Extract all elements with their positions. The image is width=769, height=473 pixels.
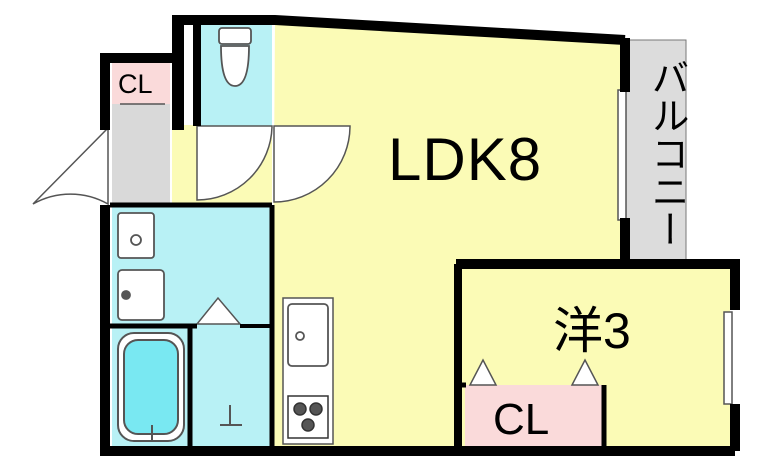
door-swings [32,125,351,325]
ldk-door [273,125,351,203]
toilet-door [196,125,273,201]
western-closet-area [465,385,602,447]
washroom-door [195,296,242,325]
entrance-closet-label: CL [118,69,153,99]
western-room-label: 洋3 [553,303,631,359]
washing-machine-pan-icon [117,269,165,321]
stove-icon [287,395,329,439]
entrance-door [32,126,109,206]
entrance-closet-area [112,62,170,104]
wash-basin-icon [117,212,155,259]
ldk-label: LDK8 [388,126,543,193]
balcony-label: バルコニー [645,58,687,248]
ldk-area [272,22,620,447]
closet-doors [120,103,600,386]
walls [100,15,740,456]
balcony-area [623,39,687,263]
bathtub-icon [117,332,185,442]
toilet-icon [218,27,252,87]
kitchen-sink-icon [287,303,329,367]
western-closet-label: CL [493,395,550,444]
entrance-area [112,104,170,204]
bath-faucet-icon [146,405,242,442]
